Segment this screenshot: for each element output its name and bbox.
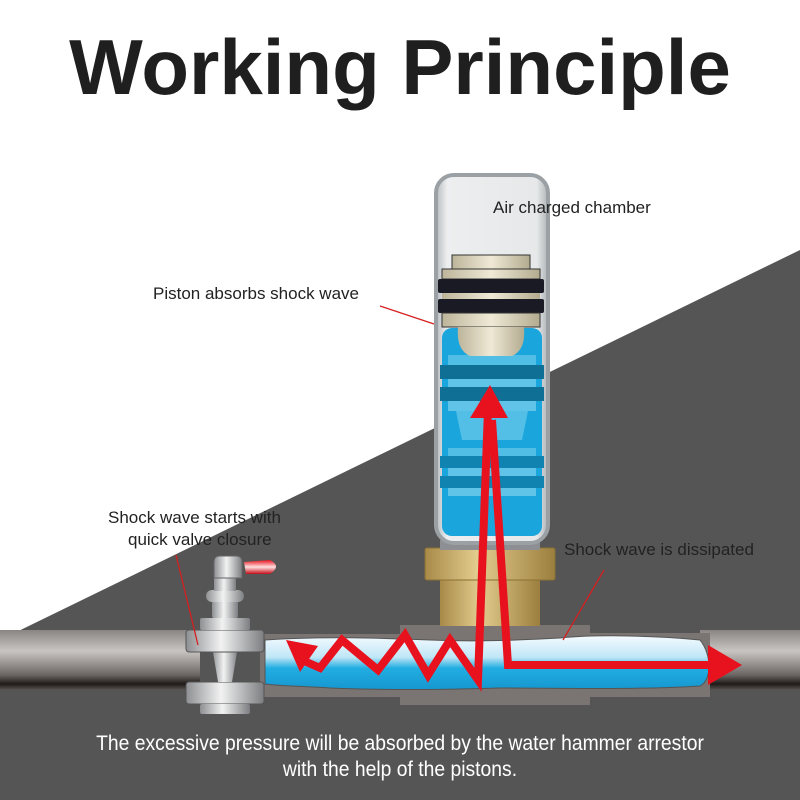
caption-line2: with the help of the pistons. [282, 758, 518, 781]
label-shock-start-line1: Shock wave starts with [108, 508, 281, 527]
piston-seal [438, 299, 544, 313]
label-shock-dissipated: Shock wave is dissipated [564, 540, 754, 559]
piston-seal [438, 279, 544, 293]
arrow-head-right [708, 645, 742, 685]
pipe-left [0, 630, 200, 690]
shutoff-valve [185, 555, 276, 714]
caption-line1: The excessive pressure will be absorbed … [96, 732, 704, 755]
caption: The excessive pressure will be absorbed … [32, 731, 768, 783]
page-title: Working Principle [69, 23, 731, 111]
label-shock-start-line2: quick valve closure [128, 530, 272, 549]
arrow-head-up [470, 385, 508, 418]
label-air-charged-chamber: Air charged chamber [493, 198, 651, 217]
arrow-head-left [286, 640, 318, 672]
brass-fitting [424, 540, 556, 626]
shock-wave-arrows [286, 385, 742, 693]
air-chamber [434, 173, 550, 545]
label-piston-absorbs: Piston absorbs shock wave [153, 284, 359, 303]
leader-lines [175, 305, 605, 646]
valve-handle [244, 560, 276, 574]
